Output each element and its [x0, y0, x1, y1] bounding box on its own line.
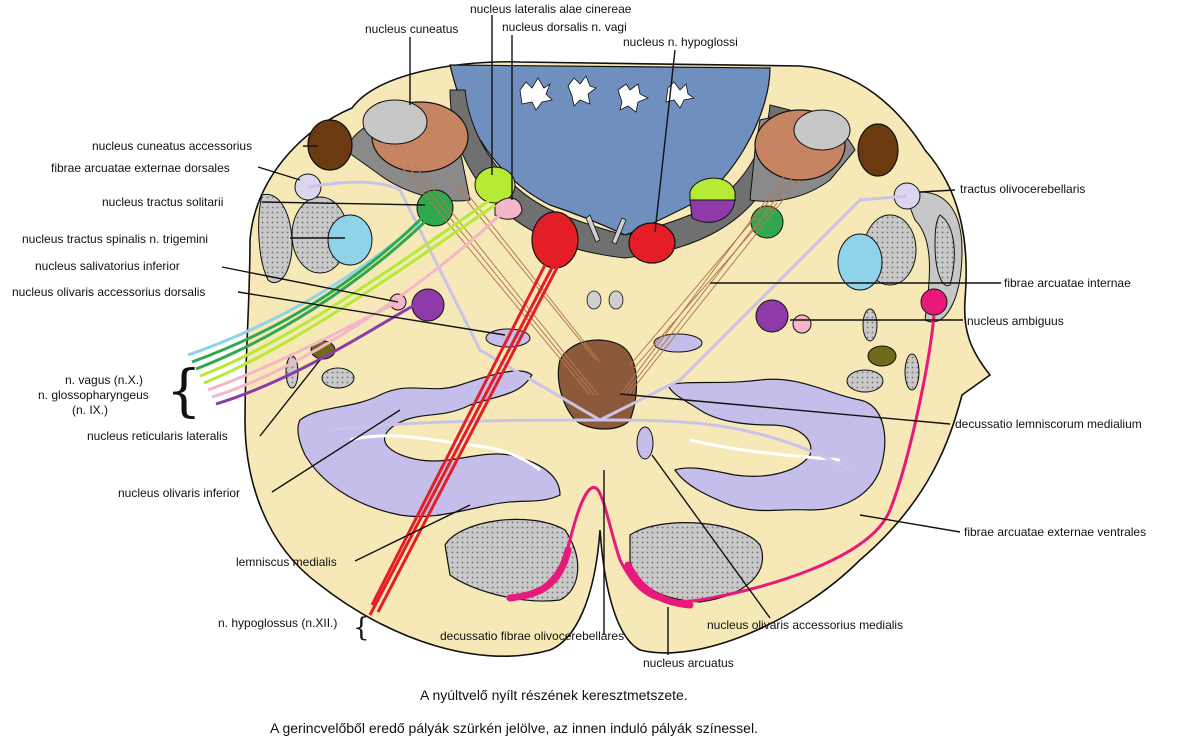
caption-line-1: A nyúltvelő nyílt részének keresztmetsze…	[420, 687, 688, 703]
n-vagus-glossopharyngeus-fibres	[187, 198, 502, 406]
label-decussatio-fibrae-olivocerebellares: decussatio fibrae olivocerebellares	[440, 629, 624, 643]
label-lemniscus-medialis: lemniscus medialis	[236, 555, 337, 569]
nucleus-lateralis-alae-cinereae-right	[689, 177, 736, 201]
nucleus-cuneatus-accessorius-left	[307, 119, 353, 171]
nucleus-reticularis-lateralis-right	[867, 345, 897, 367]
nucleus-olivaris-inferior-left	[297, 370, 561, 518]
label-n-vagus: n. vagus (n.X.)	[65, 373, 143, 387]
label-nucleus-olivaris-inferior: nucleus olivaris inferior	[118, 486, 240, 500]
label-nucleus-dorsalis-n-vagi: nucleus dorsalis n. vagi	[502, 20, 627, 34]
olivary-hilus-right	[689, 438, 841, 462]
nucleus-salivatorius-inferior-right	[792, 314, 812, 334]
label-nucleus-salivatorius-inferior: nucleus salivatorius inferior	[35, 259, 180, 273]
fibrae-arcuatae-internae	[399, 164, 800, 396]
n-hypoglossus-fibres	[368, 261, 562, 616]
label-n-hypoglossus: n. hypoglossus (n.XII.)	[218, 616, 337, 630]
nucleus-tractus-spinalis-trigemini-right	[837, 233, 883, 291]
nucleus-arcuatus-band	[506, 546, 572, 602]
label-nucleus-olivaris-accessorius-medialis: nucleus olivaris accessorius medialis	[707, 618, 903, 632]
nucleus-cuneatus-accessorius-right	[857, 123, 899, 177]
label-nucleus-arcuatus: nucleus arcuatus	[643, 656, 734, 670]
label-decussatio-lemniscorum-medialium: decussatio lemniscorum medialium	[955, 417, 1142, 431]
label-tractus-olivocerebellaris: tractus olivocerebellaris	[960, 182, 1085, 196]
small-olive-right	[636, 426, 654, 460]
nucleus-arcuatus-band-right	[624, 561, 694, 609]
lateral-tract-right-dots	[934, 214, 955, 287]
nucleus-lateralis-alae-cinereae-left	[474, 166, 516, 204]
label-nucleus-reticularis-lateralis: nucleus reticularis lateralis	[87, 429, 228, 443]
label-n-ix: (n. IX.)	[72, 403, 108, 417]
label-fibrae-arcuatae-internae: fibrae arcuatae internae	[1004, 276, 1131, 290]
label-nucleus-tractus-spinalis-n-trigemini: nucleus tractus spinalis n. trigemini	[22, 232, 208, 246]
pyramis-left	[444, 518, 579, 602]
label-nucleus-cuneatus: nucleus cuneatus	[365, 22, 458, 36]
choroid-plexus	[519, 75, 696, 113]
label-nucleus-tractus-solitarii: nucleus tractus solitarii	[102, 195, 223, 209]
nucleus-n-hypoglossi-left	[531, 211, 579, 269]
label-nucleus-olivaris-accessorius-dorsalis: nucleus olivaris accessorius dorsalis	[12, 285, 205, 299]
label-n-glossopharyngeus: n. glossopharyngeus	[38, 388, 149, 402]
caption-line-2: A gerincvelőből eredő pályák szürkén jel…	[270, 720, 758, 736]
grey-cap-left	[362, 99, 428, 145]
ambiguus-magenta-marker	[920, 288, 948, 316]
label-nucleus-ambiguus: nucleus ambiguus	[967, 314, 1064, 328]
median-grey-right	[611, 217, 627, 245]
nucleus-dorsalis-n-vagi-left	[494, 197, 523, 220]
label-nucleus-lateralis-alae-cinereae: nucleus lateralis alae cinereae	[470, 2, 632, 16]
nucleus-dorsalis-n-vagi-right	[689, 199, 736, 223]
tractus-olivocerebellaris-fibres	[307, 180, 908, 472]
central-spot-right	[608, 290, 624, 310]
nucleus-n-hypoglossi-right	[628, 222, 676, 264]
label-nucleus-n-hypoglossi: nucleus n. hypoglossi	[623, 35, 738, 49]
dotted-nucleus-right-2	[904, 353, 920, 391]
leader-lines	[221, 15, 1001, 655]
label-fibrae-arcuatae-externae-ventrales: fibrae arcuatae externae ventrales	[964, 525, 1146, 539]
nucleus-tractus-spinalis-trigemini-left	[327, 214, 373, 266]
dotted-nucleus-right-1	[846, 369, 884, 393]
brace-vagus: {	[166, 359, 202, 424]
grey-cap-right	[793, 109, 851, 151]
central-spot-left	[586, 290, 602, 310]
median-grey-left	[585, 214, 601, 243]
label-fibrae-arcuatae-externae-dorsales: fibrae arcuatae externae dorsales	[51, 161, 230, 175]
nucleus-ambiguus-right	[755, 299, 789, 333]
lateral-tract-left	[258, 193, 293, 283]
dotted-nucleus-left-1	[321, 367, 355, 389]
brace-hypoglossus: {	[353, 613, 370, 643]
label-nucleus-cuneatus-accessorius: nucleus cuneatus accessorius	[92, 139, 252, 153]
dotted-nucleus-right-3	[862, 308, 878, 342]
nucleus-olivaris-inferior-right	[667, 378, 886, 512]
